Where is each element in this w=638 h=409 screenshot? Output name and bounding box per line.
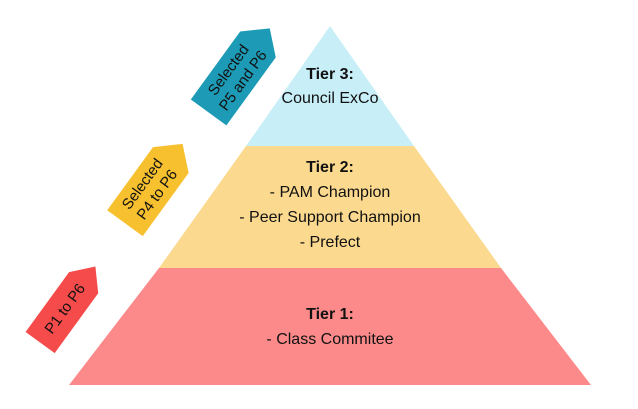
tier-2-item-3: - Prefect — [300, 234, 361, 251]
arrow-1-shape — [25, 266, 99, 354]
tier-1-item-1: - Class Commitee — [266, 331, 393, 348]
arrow-3-shape — [190, 28, 276, 126]
arrow-selected-p4-to-p6: Selected P4 to P6 — [107, 143, 189, 237]
tier-2-item-2: - Peer Support Champion — [239, 209, 420, 226]
arrow-p1-to-p6: P1 to P6 — [25, 266, 99, 354]
tier-2-title: Tier 2: — [306, 159, 354, 176]
tier-1-title: Tier 1: — [306, 306, 354, 323]
arrow-2-shape — [107, 143, 189, 237]
tier-3-band — [246, 26, 414, 146]
tier-2-band — [159, 146, 501, 268]
tier-1-band — [69, 268, 591, 385]
tier-2-item-1: - PAM Champion — [270, 184, 391, 201]
tier-3-title: Tier 3: — [306, 66, 354, 83]
tier-3-item-1: Council ExCo — [282, 90, 379, 107]
